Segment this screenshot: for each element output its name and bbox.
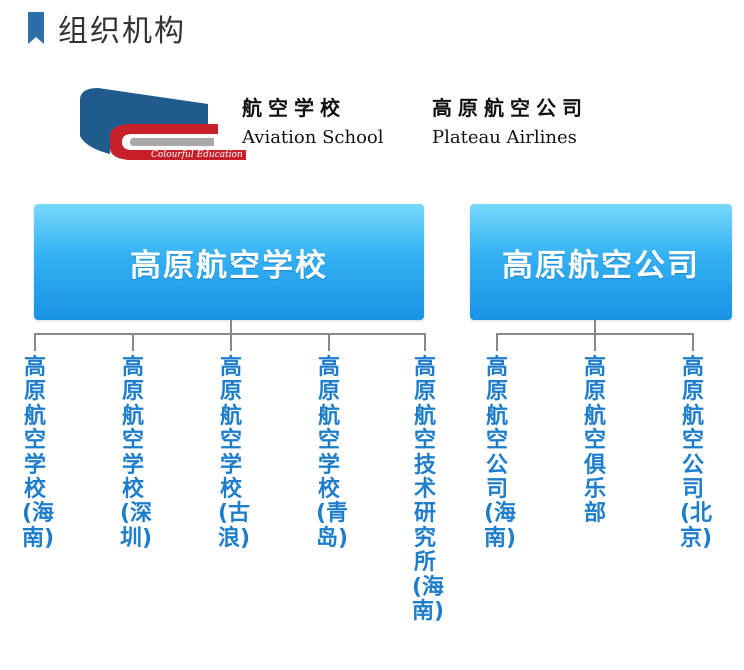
connector-line [230,333,232,351]
connector-line [424,333,426,351]
org-child-airline-beijing: 高原航空公司(北京) [680,355,713,551]
org-child-school-hainan: 高原航空学校(海南) [22,355,55,551]
org-child-school-shenzhen: 高原航空学校(深圳) [120,355,153,551]
connector-line [34,333,36,351]
org-node-school: 高原航空学校 [34,204,424,320]
connector-line [496,333,498,351]
org-child-school-gulang: 高原航空学校(古浪) [218,355,251,551]
brand-name-cn: 高原航空公司 [432,96,588,120]
connector-line [692,333,694,351]
section-header: 组织机构 [28,8,186,49]
org-child-flying-club: 高原航空俱乐部 [583,355,606,527]
brand-name-en: Plateau Airlines [432,127,577,148]
connector-line [132,333,134,351]
org-child-airline-hainan: 高原航空公司(海南) [484,355,517,551]
brand-aviation-school: 航空学校 Aviation School [242,92,384,148]
brand-name-en: Aviation School [242,127,384,148]
org-child-school-qingdao: 高原航空学校(青岛) [316,355,349,551]
connector-line [328,333,330,351]
connector-line [230,320,232,334]
org-node-airline: 高原航空公司 [470,204,732,320]
brand-plateau-airlines: 高原航空公司 Plateau Airlines [432,92,588,148]
org-child-research-institute: 高原航空技术研究所(海南) [412,355,445,625]
connector-line [594,320,596,334]
bookmark-icon [28,12,44,44]
logo-caption: Colourful Education [148,150,246,160]
section-title: 组织机构 [58,14,186,49]
connector-line [594,333,596,351]
brand-name-cn: 航空学校 [242,96,346,120]
